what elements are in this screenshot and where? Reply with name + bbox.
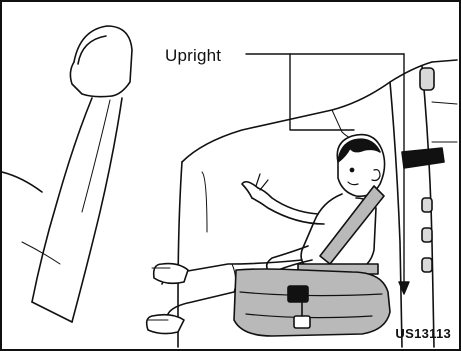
figure-code: US13113	[395, 326, 451, 341]
rear-seat-outline	[2, 26, 132, 322]
booster-seat	[234, 269, 390, 336]
upright-label: Upright	[165, 46, 221, 66]
